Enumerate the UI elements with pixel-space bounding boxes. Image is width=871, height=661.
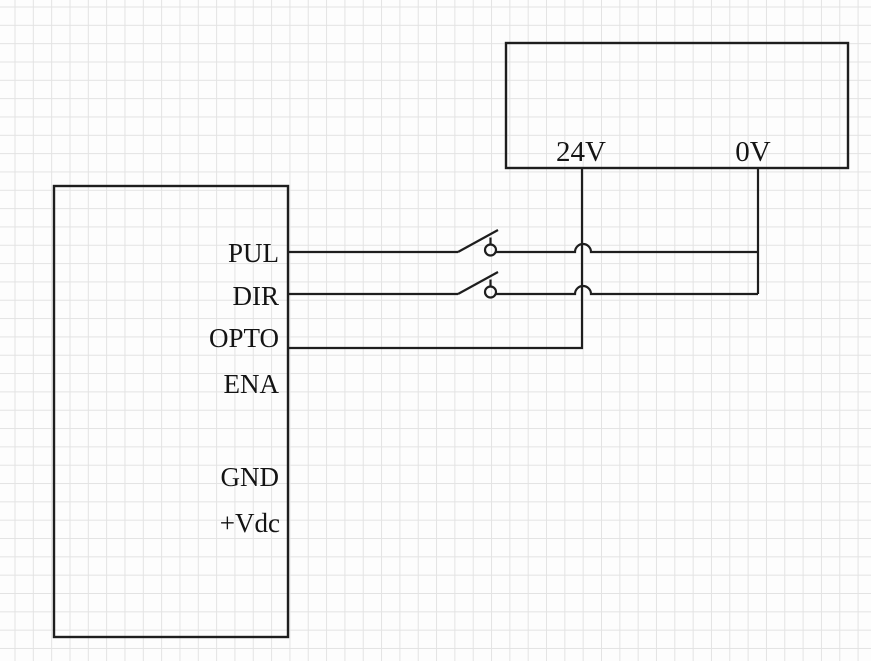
pin-label-vdc: +Vdc [220, 508, 280, 538]
switch-dir-contact [483, 285, 498, 299]
wire-pul-right-with-hop [496, 242, 758, 254]
switch-dir-icon [457, 271, 499, 299]
driver-box [52, 184, 290, 639]
pin-label-gnd: GND [221, 462, 280, 492]
terminal-label-0v: 0V [735, 136, 771, 168]
switch-dir-blade [457, 271, 499, 295]
switch-pul-blade [457, 229, 499, 253]
pin-label-ena: ENA [224, 369, 280, 399]
wire-24v-to-opto [288, 168, 584, 350]
pin-label-dir: DIR [233, 281, 280, 311]
power-supply-box [504, 41, 850, 170]
pin-label-opto: OPTO [209, 323, 279, 353]
pin-label-pul: PUL [228, 238, 279, 268]
terminal-label-24v: 24V [556, 136, 606, 168]
wire-dir-right-with-hop [496, 284, 758, 296]
switch-pul-contact [483, 243, 498, 257]
switch-pul-icon [457, 229, 499, 257]
